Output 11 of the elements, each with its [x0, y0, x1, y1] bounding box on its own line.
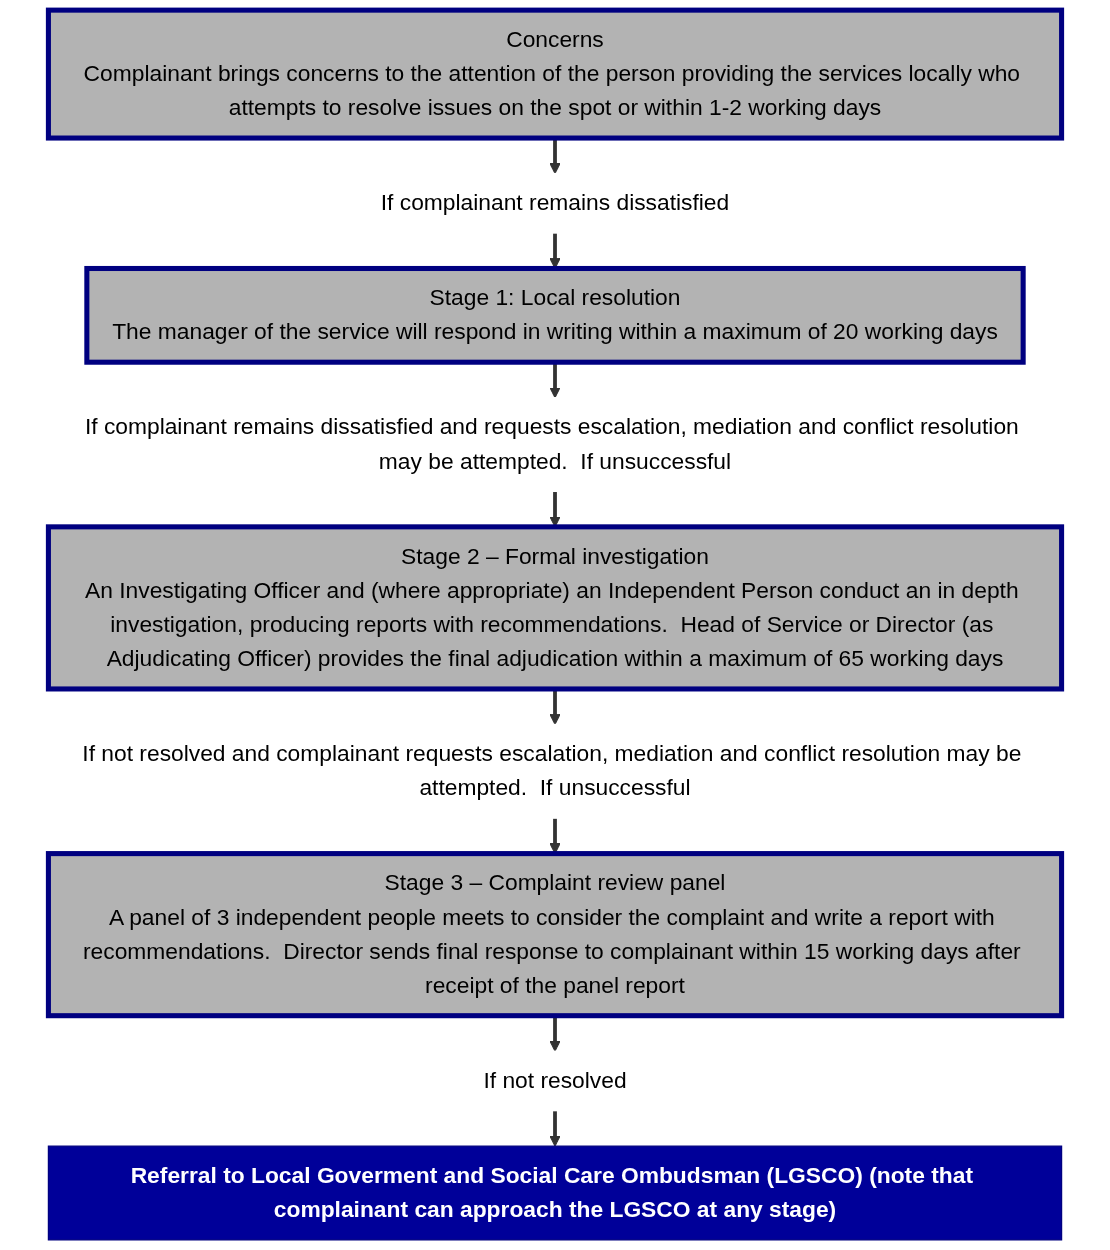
arrow [549, 138, 561, 174]
node-box: Referral to Local Goverment and Social Care Ombudsman (LGSCO) (note that complainant can approach the LGSCO at any stage) [47, 1145, 1063, 1241]
node-text: If complainant remains dissatisfied [380, 189, 730, 216]
node-box: Concerns Complainant brings concerns to the attention of the person providing the services locally who attempts to resolve issues on the spot or within 1-2 working days [45, 7, 1065, 141]
node-text: If complainant remains dissatisfied and requests escalation, mediation and conflict resolution may be attempted. If unsuccessful [84, 414, 1019, 474]
node-box: Stage 1: Local resolution The manager of the service will respond in writing within a maximum of 20 working days [84, 265, 1026, 365]
node-box: Stage 3 – Complaint review panel A panel of 3 independent people meets to consider the complaint and write a report with recommendations. Director sends final response to complainant within 15 working days after receipt of the panel report [45, 851, 1065, 1019]
node-box: Stage 2 – Formal investigation An Investigating Officer and (where appropriate) an Independent Person conduct an in depth investigation, producing reports with recommendations. Head of Service or Director (as Adjudicating Officer) provides the final adjudication within a maximum of 65 working days [45, 524, 1065, 692]
arrow [549, 1110, 561, 1147]
node-text: If not resolved and complainant requests escalation, mediation and conflict resolution may be attempted. If unsuccessful [82, 740, 1022, 801]
node-text: If not resolved [483, 1067, 627, 1093]
